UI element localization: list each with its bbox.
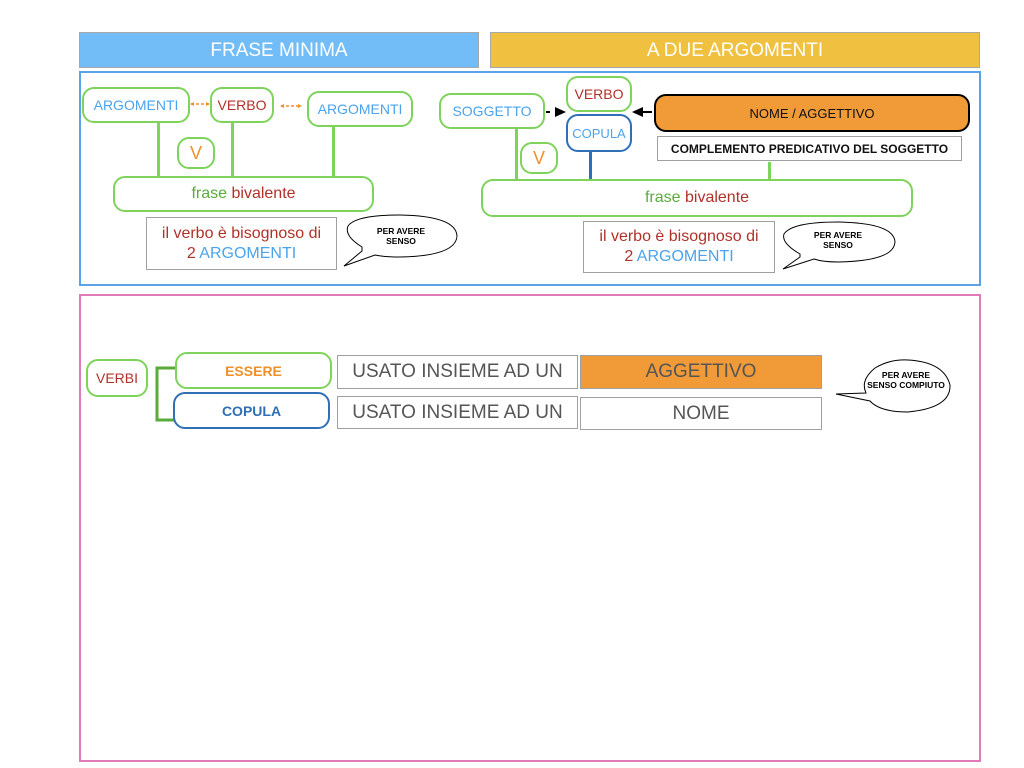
frase-bivalente-left: frase bivalente [113,176,374,212]
connector-line [589,150,592,179]
header-frase-minima: FRASE MINIMA [79,32,479,68]
node-label: V [532,147,545,168]
nome-label: NOME [672,402,730,424]
connector-line [157,122,160,177]
top-panel [79,71,981,286]
node-label: ESSERE [225,362,282,379]
node-label: ARGOMENTI [317,101,403,117]
usato-label: USATO INSIEME AD UN [352,361,563,382]
complemento-predicativo: COMPLEMENTO PREDICATIVO DEL SOGGETTO [657,136,962,161]
node-copula-lower: COPULA [173,392,330,429]
note-num: 2 [186,244,196,262]
node-v: V [177,137,215,169]
usato-label: USATO INSIEME AD UN [352,401,563,423]
arrow-head-icon [206,102,210,106]
bubble-text-lower: PER AVERE SENSO COMPIUTO [867,370,945,390]
node-label: VERBI [95,370,138,386]
bivalente-word: bivalente [231,185,296,202]
note-args: ARGOMENTI [199,244,297,262]
usato-box-1: USATO INSIEME AD UN [337,355,578,389]
arrow-right-icon [555,107,566,117]
nome-box: NOME [580,397,822,430]
node-label: V [189,142,202,163]
node-argomenti-right: ARGOMENTI [307,91,413,127]
note-left: il verbo è bisognoso di 2 ARGOMENTI [146,217,337,270]
connector-line [768,162,771,179]
lower-panel [79,294,981,762]
node-label: COPULA [221,402,282,419]
aggettivo-label: AGGETTIVO [645,361,757,382]
speech-bubble-icon [343,214,458,267]
node-label: SOGGETTO [452,103,532,119]
note-num: 2 [624,248,634,265]
node-label: VERBO [217,97,267,113]
node-soggetto: SOGGETTO [439,93,545,129]
note-args: ARGOMENTI [636,248,734,265]
header-right-title: A DUE ARGOMENTI [646,40,824,61]
frase-word: frase [644,189,681,206]
complemento-label: COMPLEMENTO PREDICATIVO DEL SOGGETTO [670,141,949,156]
bubble-text-left: PER AVERE SENSO [376,226,426,246]
node-verbo-right: VERBO [566,76,632,112]
node-copula: COPULA [566,114,632,152]
speech-bubble-icon [782,221,896,270]
node-label: ARGOMENTI [93,97,179,113]
node-essere: ESSERE [175,352,332,389]
note-line1: il verbo è bisognoso di [599,228,759,245]
node-nome-aggettivo: NOME / AGGETTIVO [654,94,970,132]
arrow-head-icon [298,104,302,108]
bivalente-word: bivalente [684,189,750,206]
node-verbo: VERBO [210,87,274,123]
node-v-right: V [520,142,558,174]
speech-bubble-icon [835,359,951,413]
arrow-head-icon [280,104,284,108]
node-label: NOME / AGGETTIVO [749,105,875,121]
header-a-due-argomenti: A DUE ARGOMENTI [490,32,980,68]
connector-line [231,122,234,177]
connector-line [332,126,335,177]
node-argomenti-left: ARGOMENTI [82,87,190,123]
node-label: VERBO [574,86,624,102]
arrow-head-icon [190,102,194,106]
frase-bivalente-right: frase bivalente [481,179,913,217]
bracket-icon [155,366,176,422]
bubble-text-right: PER AVERE SENSO [813,230,863,250]
node-label: COPULA [572,125,626,141]
note-line1: il verbo è bisognoso di [161,224,322,242]
aggettivo-box: AGGETTIVO [580,355,822,389]
note-right: il verbo è bisognoso di 2 ARGOMENTI [583,221,775,273]
frase-word: frase [191,185,228,202]
arrow-left-icon [632,107,643,117]
node-verbi: VERBI [86,359,148,397]
header-left-title: FRASE MINIMA [210,40,348,61]
connector-line [515,127,518,179]
usato-box-2: USATO INSIEME AD UN [337,396,578,429]
